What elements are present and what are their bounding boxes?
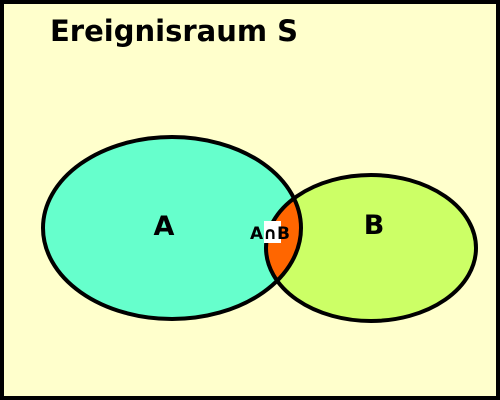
- set-a-ellipse: [43, 137, 301, 319]
- set-b-outline: [264, 173, 478, 323]
- set-b-ellipse: [266, 175, 476, 321]
- set-b-label: B: [364, 210, 385, 241]
- sample-space-title: Ereignisraum S: [50, 14, 298, 48]
- set-a-outline: [41, 135, 303, 321]
- intersection-label-background: [264, 221, 281, 243]
- intersection-label: A∩B: [250, 224, 290, 244]
- set-a-label: A: [154, 211, 175, 242]
